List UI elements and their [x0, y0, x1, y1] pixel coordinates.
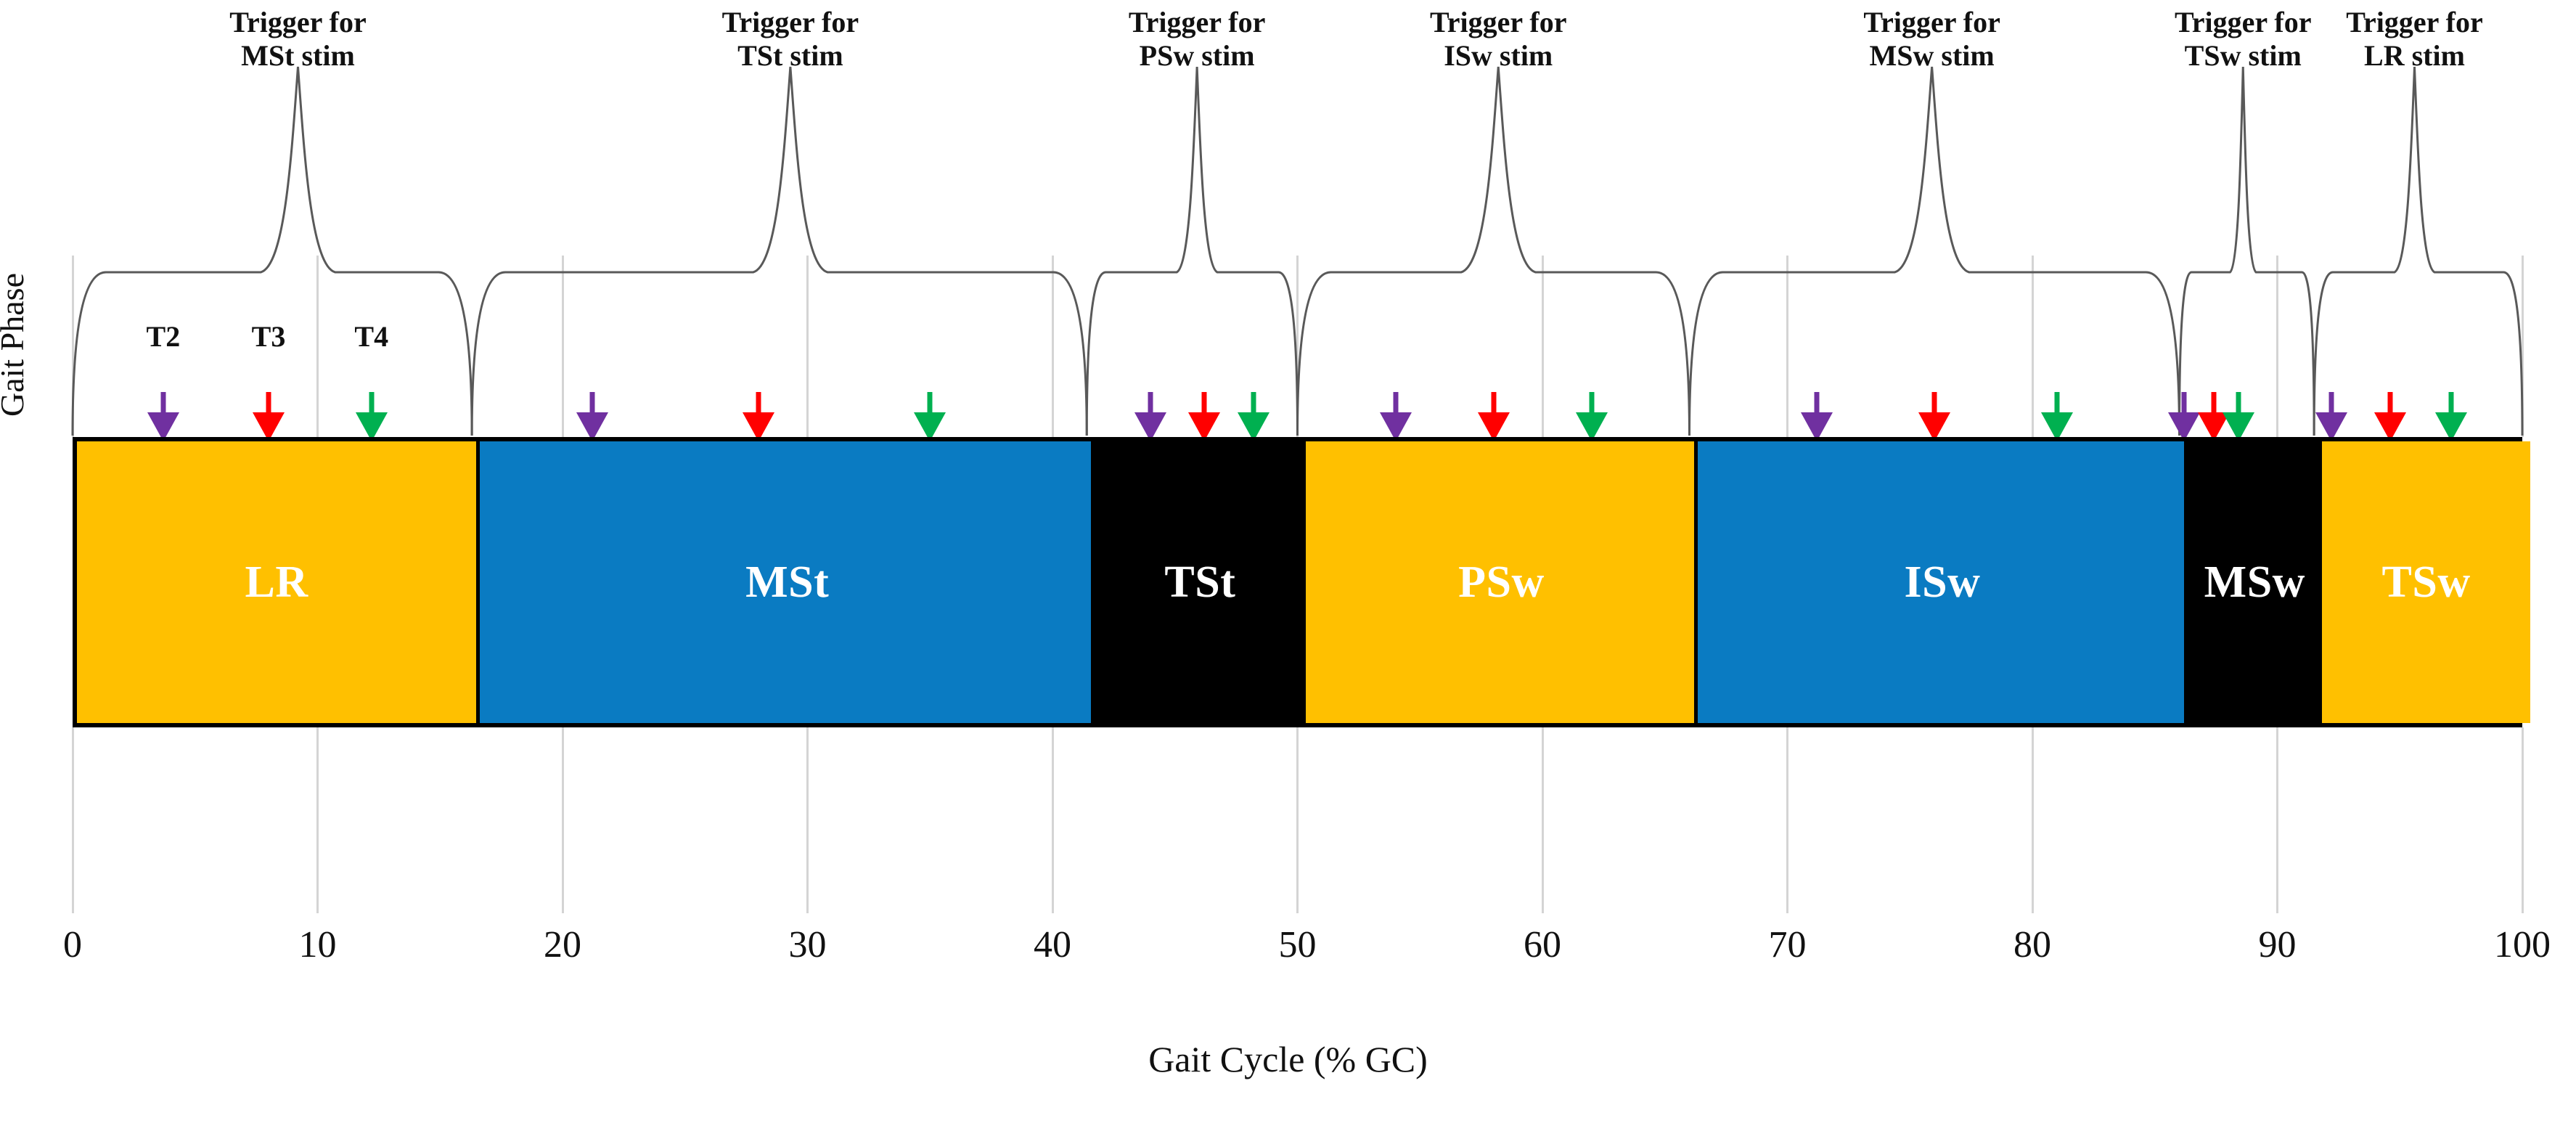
phase-label-lr: LR [245, 557, 308, 607]
trigger-bracket-2 [470, 66, 1088, 436]
x-tick-90: 90 [2258, 924, 2297, 966]
gridline-lower [561, 727, 564, 913]
trigger-label-4: Trigger for ISw stim [1430, 6, 1567, 72]
stim-arrow-isw-t2 [1801, 392, 1833, 441]
time-marker-t2: T2 [146, 320, 181, 353]
gridline-lower [2276, 727, 2278, 913]
gridline-lower [806, 727, 809, 913]
time-marker-t3: T3 [251, 320, 286, 353]
x-tick-60: 60 [1524, 924, 1561, 966]
gridline-lower [2031, 727, 2034, 913]
gridline-lower [2521, 727, 2524, 913]
trigger-label-6: Trigger for TSw stim [2175, 6, 2312, 72]
trigger-label-1: Trigger for MSt stim [229, 6, 367, 72]
stim-arrow-tsw-t2 [2315, 392, 2347, 441]
stim-arrow-lr-t2 [147, 392, 179, 441]
gridline-upper [1541, 256, 1544, 437]
stim-arrow-msw-t4 [2222, 392, 2254, 441]
phase-label-isw: ISw [1904, 557, 1981, 607]
stim-arrow-lr-t4 [355, 392, 388, 441]
phase-segment-msw: MSw [2183, 441, 2323, 723]
gridline-lower [1051, 727, 1054, 913]
gridline-upper [1786, 256, 1788, 437]
gridline-upper [1051, 256, 1054, 437]
gridline-lower [1786, 727, 1788, 913]
gridline-upper [316, 256, 319, 437]
gridline-upper [2276, 256, 2278, 437]
gridline-upper [561, 256, 564, 437]
stim-arrow-tsw-t3 [2373, 392, 2406, 441]
gridline-upper [806, 256, 809, 437]
phase-label-mst: MSt [745, 557, 830, 607]
stim-arrow-msw-t2 [2168, 392, 2201, 441]
stim-arrow-isw-t4 [2040, 392, 2073, 441]
trigger-bracket-5 [1688, 66, 2180, 436]
phase-label-msw: MSw [2204, 557, 2305, 607]
trigger-bracket-3 [1085, 66, 1299, 436]
phase-label-tst: TSt [1164, 557, 1236, 607]
x-tick-70: 70 [1768, 924, 1807, 966]
phase-segment-tst: TSt [1091, 441, 1306, 723]
x-tick-40: 40 [1034, 924, 1071, 966]
trigger-label-5: Trigger for MSw stim [1863, 6, 2000, 72]
phase-segment-psw: PSw [1301, 441, 1698, 723]
trigger-label-2: Trigger for TSt stim [721, 6, 859, 72]
stim-arrow-tst-t3 [1188, 392, 1221, 441]
trigger-label-7: Trigger for LR stim [2346, 6, 2483, 72]
gridline-lower [71, 727, 74, 913]
y-axis-title: Gait Phase [0, 273, 30, 417]
stim-arrow-isw-t3 [1918, 392, 1950, 441]
phase-segment-isw: ISw [1693, 441, 2188, 723]
gridline-upper [1296, 256, 1299, 437]
trigger-bracket-curves [71, 66, 2524, 436]
trigger-bracket-7 [2313, 66, 2524, 436]
gridline-lower [316, 727, 319, 913]
stim-arrow-tst-t4 [1237, 392, 1269, 441]
gridline-upper [2031, 256, 2034, 437]
stim-arrow-mst-t2 [576, 392, 608, 441]
x-tick-100: 100 [2494, 924, 2551, 966]
stim-arrow-psw-t4 [1575, 392, 1608, 441]
x-tick-80: 80 [2013, 924, 2051, 966]
phase-label-psw: PSw [1458, 557, 1545, 607]
stim-arrow-tst-t2 [1134, 392, 1166, 441]
gridline-lower [1296, 727, 1299, 913]
stim-arrow-mst-t4 [914, 392, 946, 441]
phase-segment-mst: MSt [476, 441, 1095, 723]
gridline-lower [1541, 727, 1544, 913]
trigger-bracket-4 [1296, 66, 1690, 436]
phase-segment-tsw: TSw [2318, 441, 2530, 723]
x-tick-20: 20 [544, 924, 581, 966]
trigger-bracket-1 [71, 66, 473, 436]
stim-arrow-msw-t3 [2197, 392, 2230, 441]
x-tick-10: 10 [298, 924, 337, 966]
stim-arrow-psw-t2 [1379, 392, 1412, 441]
x-axis-title: Gait Cycle (% GC) [1148, 1039, 1428, 1079]
time-marker-t4: T4 [354, 320, 389, 353]
gridline-upper [2521, 256, 2524, 437]
phase-label-tsw: TSw [2381, 557, 2471, 607]
stim-arrow-mst-t3 [743, 392, 774, 441]
gridline-upper [71, 256, 74, 437]
stim-arrow-psw-t3 [1477, 392, 1510, 441]
x-tick-30: 30 [788, 924, 827, 966]
x-tick-0: 0 [63, 924, 82, 966]
stim-arrow-tsw-t4 [2435, 392, 2468, 441]
x-tick-50: 50 [1278, 924, 1317, 966]
trigger-label-3: Trigger for PSw stim [1128, 6, 1266, 72]
stim-arrow-lr-t3 [253, 392, 285, 441]
trigger-bracket-6 [2178, 66, 2315, 436]
gait-phase-bar: LR MSt TSt PSw ISw MSw TSw [73, 437, 2530, 727]
phase-segment-lr: LR [77, 441, 477, 723]
